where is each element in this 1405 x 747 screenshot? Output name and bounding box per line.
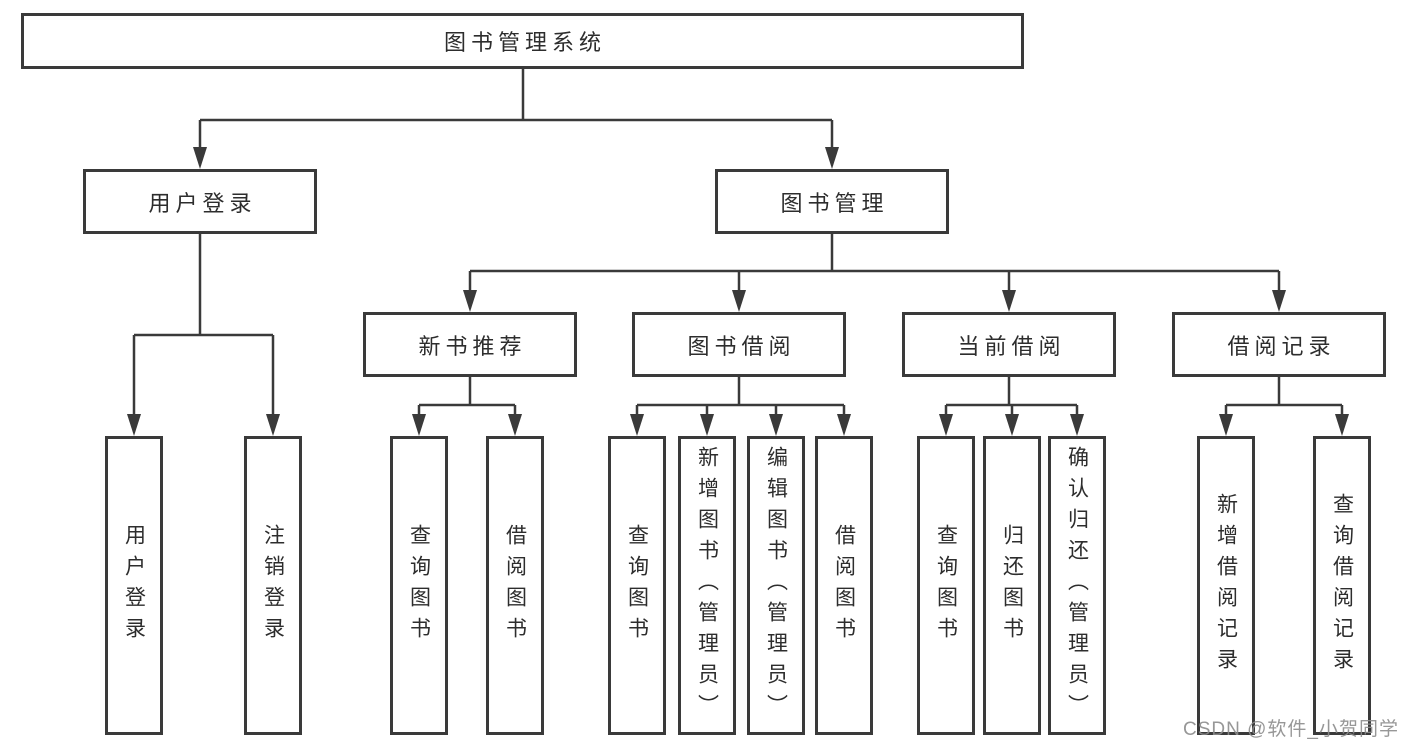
node-user-login: 用户登录 (83, 169, 317, 234)
leaf-add-book-admin: 新增图书（管理员） (678, 436, 736, 735)
leaf-query-book-recommend: 查询图书 (390, 436, 448, 735)
node-current-borrow: 当前借阅 (902, 312, 1116, 377)
leaf-borrow-book-recommend: 借阅图书 (486, 436, 544, 735)
leaf-add-borrow-record: 新增借阅记录 (1197, 436, 1255, 735)
node-book-borrow: 图书借阅 (632, 312, 846, 377)
leaf-query-book-current: 查询图书 (917, 436, 975, 735)
leaf-return-book: 归还图书 (983, 436, 1041, 735)
leaf-borrow-book: 借阅图书 (815, 436, 873, 735)
root-node-library-system: 图书管理系统 (21, 13, 1024, 69)
leaf-user-login: 用户登录 (105, 436, 163, 735)
leaf-query-borrow-record: 查询借阅记录 (1313, 436, 1371, 735)
node-new-book-recommend: 新书推荐 (363, 312, 577, 377)
leaf-edit-book-admin: 编辑图书（管理员） (747, 436, 805, 735)
leaf-confirm-return-admin: 确认归还（管理员） (1048, 436, 1106, 735)
leaf-query-book-borrow: 查询图书 (608, 436, 666, 735)
leaf-logout: 注销登录 (244, 436, 302, 735)
node-borrow-records: 借阅记录 (1172, 312, 1386, 377)
node-book-management: 图书管理 (715, 169, 949, 234)
csdn-watermark: CSDN @软件_小贺同学 (1183, 719, 1399, 740)
